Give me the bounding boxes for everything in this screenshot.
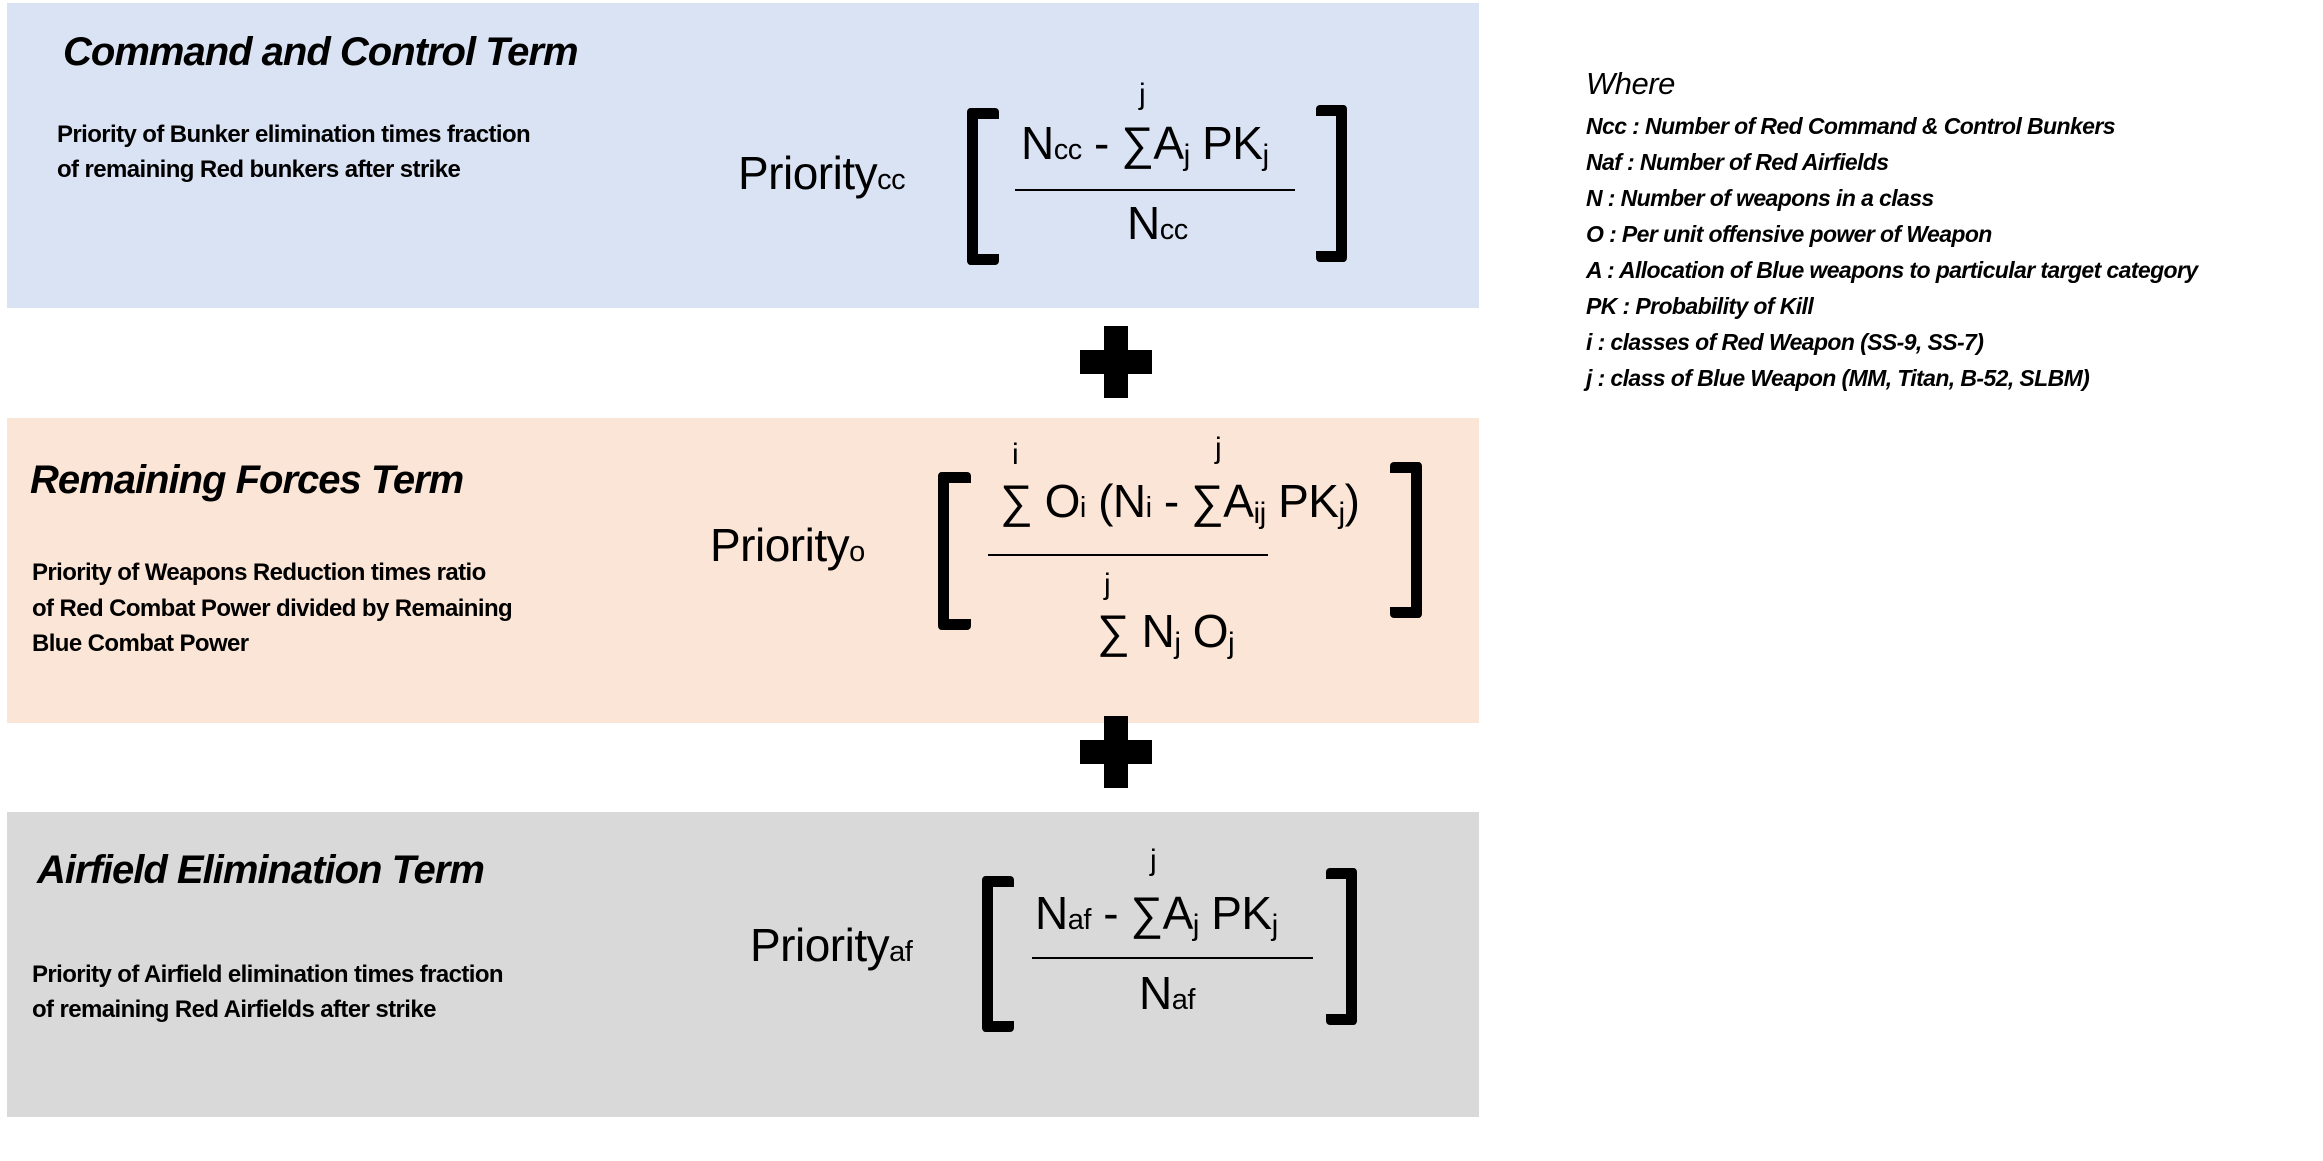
a-subscript: ij (1253, 497, 1266, 530)
remaining-forces-title: Remaining Forces Term (30, 458, 464, 502)
pk-subscript: j (1271, 909, 1279, 942)
denominator: Naf (1139, 970, 1195, 1016)
priority-text: Priority (738, 147, 878, 199)
n-symbol: N (1035, 887, 1068, 939)
n-symbol: N (1021, 117, 1054, 169)
sigma-icon: ∑ (1121, 117, 1154, 169)
n-subscript: j (1174, 627, 1181, 660)
legend-item-naf: Naf : Number of Red Airfields (1586, 149, 1889, 175)
priority-subscript: o (849, 536, 865, 568)
airfield-description-line-1: Priority of Airfield elimination times f… (32, 961, 504, 988)
left-bracket-icon (967, 108, 999, 265)
left-bracket-icon (938, 472, 971, 630)
o-symbol: O (1192, 605, 1229, 657)
den-sum-upper-limit: j (1104, 568, 1111, 601)
legend-item-o: O : Per unit offensive power of Weapon (1586, 221, 1992, 247)
fraction-line (1032, 957, 1313, 959)
legend-item-j: j : class of Blue Weapon (MM, Titan, B-5… (1586, 365, 2090, 391)
fraction-line (988, 554, 1268, 556)
airfield-description-line-2: of remaining Red Airfields after strike (32, 996, 436, 1023)
legend-item-n: N : Number of weapons in a class (1586, 185, 1934, 211)
legend-item-i: i : classes of Red Weapon (SS-9, SS-7) (1586, 329, 1984, 355)
fraction-line (1015, 189, 1295, 191)
sigma-icon: ∑ (1130, 887, 1163, 939)
sigma-icon: ∑ (1191, 475, 1224, 527)
pk-subscript: j (1262, 139, 1269, 172)
pk-symbol: PK (1202, 117, 1263, 169)
n-symbol: N (1112, 475, 1146, 527)
numerator: Naf - ∑Aj PKj (1035, 887, 1278, 941)
priority-subscript: cc (877, 164, 906, 196)
a-subscript: j (1192, 909, 1200, 942)
close-paren: ) (1344, 475, 1360, 527)
a-subscript: j (1183, 139, 1191, 172)
n-symbol: N (1139, 967, 1172, 1019)
sigma-icon: ∑ (1000, 475, 1033, 527)
n-subscript: cc (1053, 134, 1083, 166)
minus-sign: - (1163, 475, 1179, 527)
minus-sign: - (1094, 117, 1109, 169)
sum-j-upper-limit: j (1215, 432, 1222, 465)
legend-item-a: A : Allocation of Blue weapons to partic… (1586, 257, 2198, 283)
command-control-panel (7, 3, 1479, 308)
legend-item-pk: PK : Probability of Kill (1586, 293, 1814, 319)
sum-i-upper-limit: i (1012, 438, 1019, 471)
remaining-forces-description-line-2: of Red Combat Power divided by Remaining (32, 595, 513, 622)
a-symbol: A (1223, 475, 1254, 527)
airfield-title: Airfield Elimination Term (37, 848, 485, 892)
remaining-forces-panel (7, 418, 1479, 723)
n-subscript: cc (1159, 214, 1189, 246)
priority-text: Priority (710, 519, 850, 571)
n-subscript: af (1067, 904, 1092, 936)
o-subscript: j (1228, 627, 1235, 660)
legend-title: Where (1586, 66, 1675, 101)
a-symbol: A (1162, 887, 1194, 939)
denominator: Ncc (1127, 200, 1188, 246)
open-paren: ( (1098, 475, 1113, 527)
o-symbol: O (1044, 475, 1081, 527)
legend-item-ncc: Ncc : Number of Red Command & Control Bu… (1586, 113, 2115, 139)
remaining-forces-description-line-3: Blue Combat Power (32, 630, 249, 657)
sum-upper-limit: j (1150, 844, 1157, 877)
pk-symbol: PK (1278, 475, 1339, 527)
n-subscript: af (1171, 984, 1196, 1016)
command-control-description-line-1: Priority of Bunker elimination times fra… (57, 121, 531, 148)
plus-icon (1080, 326, 1152, 398)
variable-legend: Where Ncc : Number of Red Command & Cont… (1586, 66, 2198, 396)
airfield-panel (7, 812, 1479, 1117)
right-bracket-icon (1316, 105, 1347, 262)
o-subscript: i (1079, 492, 1086, 524)
priority-text: Priority (750, 919, 890, 971)
denominator: ∑ Nj Oj (1097, 605, 1235, 659)
right-bracket-icon (1326, 868, 1357, 1025)
remaining-forces-description-line-1: Priority of Weapons Reduction times rati… (32, 559, 486, 586)
priority-cc-label: Prioritycc (738, 147, 906, 199)
numerator: ∑ Oi (Ni - ∑Aij PKj) (1000, 475, 1360, 529)
command-control-title: Command and Control Term (63, 30, 579, 74)
priority-o-label: Priorityo (710, 522, 865, 568)
numerator: Ncc - ∑Aj PKj (1021, 117, 1269, 171)
priority-subscript: af (889, 936, 913, 968)
a-symbol: A (1153, 117, 1184, 169)
minus-sign: - (1103, 887, 1119, 939)
n-subscript: i (1145, 492, 1152, 524)
right-bracket-icon (1390, 462, 1422, 618)
n-symbol: N (1127, 197, 1160, 249)
command-control-description-line-2: of remaining Red bunkers after strike (57, 156, 461, 183)
plus-icon (1080, 716, 1152, 788)
left-bracket-icon (982, 876, 1014, 1032)
pk-symbol: PK (1211, 887, 1272, 939)
n-symbol: N (1141, 605, 1175, 657)
sum-upper-limit: j (1139, 78, 1146, 111)
pk-subscript: j (1338, 497, 1345, 530)
sigma-icon: ∑ (1097, 605, 1130, 657)
priority-af-label: Priorityaf (750, 919, 913, 971)
